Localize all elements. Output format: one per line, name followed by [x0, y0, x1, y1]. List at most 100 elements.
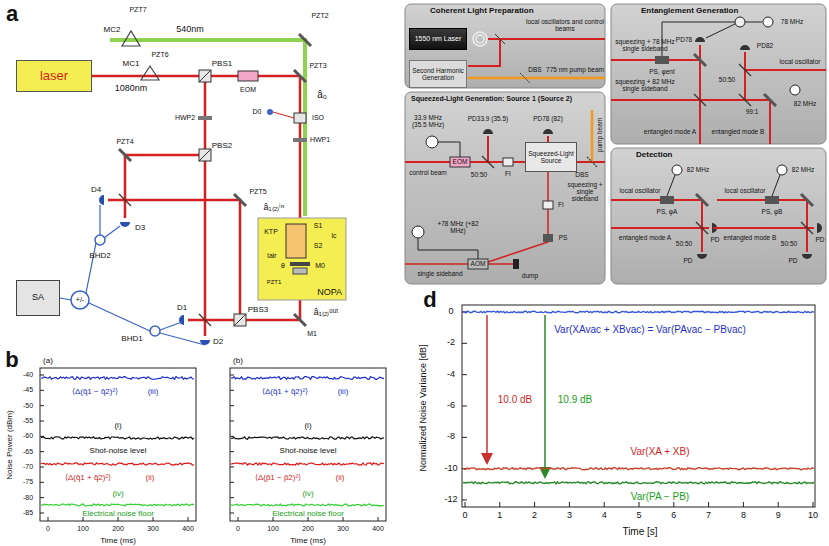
- label: 100: [77, 525, 89, 532]
- label: (i): [114, 422, 121, 430]
- label: â₁₍₂₎ᵒᵘᵗ: [314, 308, 338, 317]
- label: Var(XAvac + XBvac) = Var(PAvac − PBvac): [554, 325, 746, 336]
- label: ISO: [312, 114, 324, 121]
- label: 50:50: [719, 77, 735, 84]
- label: PBS2: [212, 142, 232, 150]
- label: entangled mode A: [619, 235, 671, 242]
- node-text: SA: [32, 293, 44, 303]
- label: BHD1: [121, 335, 142, 343]
- label: PD33.9 (35.5): [468, 116, 508, 123]
- label: (ii): [146, 474, 155, 482]
- label: -85: [23, 509, 33, 516]
- label: control beam: [409, 170, 447, 177]
- label: 6: [671, 511, 676, 520]
- label: 1080nm: [115, 84, 148, 93]
- label: PS, φB: [762, 209, 783, 216]
- label: (b): [233, 357, 243, 365]
- label: (ii): [336, 474, 345, 482]
- node-text: NOPA: [317, 288, 342, 298]
- label: D0: [253, 108, 262, 115]
- label: ⟨Δ(q̂1 + q̂2)²⟩: [262, 388, 308, 396]
- label: d: [423, 288, 436, 311]
- label: local oscillator: [725, 188, 766, 195]
- label: PD: [815, 237, 824, 244]
- label: PD: [788, 258, 797, 265]
- label: PD: [683, 258, 692, 265]
- laser-box: laser: [16, 60, 92, 92]
- label: S2: [314, 242, 323, 249]
- label: -55: [23, 417, 33, 424]
- node-text: Coherent Light Preparation: [430, 7, 534, 16]
- label: KTP: [264, 228, 278, 235]
- label: (i): [304, 422, 311, 430]
- label: 50:50: [781, 241, 797, 248]
- label: +78 MHz (+82 MHz): [432, 221, 484, 235]
- label: -8: [447, 433, 455, 442]
- label: DBS: [528, 67, 541, 74]
- label: -4: [447, 370, 455, 379]
- label: squeezing + 78 MHz single sideband: [612, 39, 678, 53]
- label: 7: [706, 511, 711, 520]
- label: 8: [741, 511, 746, 520]
- label: θ: [281, 262, 285, 269]
- label: +/-: [76, 296, 84, 303]
- label: Time (ms): [100, 537, 136, 545]
- label: FI: [558, 202, 564, 209]
- label: 100: [267, 525, 279, 532]
- label: D2: [213, 338, 223, 346]
- label: PZT2: [311, 12, 328, 19]
- label: squeezing + 82 MHz single sideband: [612, 79, 678, 93]
- label: 82 MHz: [792, 167, 814, 174]
- label: 3: [567, 511, 572, 520]
- label: PS, φA: [657, 209, 678, 216]
- label: 400: [182, 525, 194, 532]
- label: MC2: [104, 26, 121, 34]
- label: PZT3: [309, 62, 326, 69]
- label: 82 MHz: [794, 101, 816, 108]
- label: PD82: [757, 43, 773, 50]
- label: 0: [462, 511, 467, 520]
- label: HWP1: [310, 136, 330, 143]
- label: 10: [808, 511, 818, 520]
- label: D3: [135, 224, 145, 232]
- node-text: 1550 nm Laser: [415, 35, 462, 43]
- label: dump: [522, 273, 538, 280]
- label: squeezing + single sideband: [565, 182, 605, 202]
- label: FI: [505, 171, 511, 178]
- label: 10.9 dB: [558, 395, 592, 406]
- label: Normalized Noise Variance [dB]: [419, 345, 428, 472]
- label: 50:50: [676, 241, 692, 248]
- label: (iii): [148, 388, 159, 396]
- label: HWP2: [175, 114, 195, 121]
- label: -75: [23, 479, 33, 486]
- label: PBS1: [212, 60, 232, 68]
- label: PS, φent: [649, 69, 675, 76]
- label: 2: [532, 511, 537, 520]
- label: M0: [315, 262, 325, 269]
- label: Shot-noise level: [90, 447, 147, 455]
- label: local oscillator: [780, 59, 821, 66]
- label: -40: [23, 371, 33, 378]
- label: 400: [372, 525, 384, 532]
- label: ⟨Δ(q̂1 + q̂2)²⟩: [65, 474, 111, 482]
- label: local oscillator: [620, 188, 661, 195]
- label: 78 MHz: [781, 19, 803, 26]
- label: -50: [23, 402, 33, 409]
- label: EOM: [240, 86, 256, 93]
- label: lc: [331, 232, 336, 239]
- label: ⟨Δ(q̂1 − q̂2)²⟩: [72, 388, 118, 396]
- label: DBS: [575, 172, 588, 179]
- label: Var(XA + XB): [630, 447, 689, 458]
- label: -2: [447, 339, 455, 348]
- label: (a): [43, 357, 53, 365]
- label: PBS3: [248, 306, 268, 314]
- label: -70: [23, 463, 33, 470]
- label: 0: [46, 525, 50, 532]
- label: 200: [112, 525, 124, 532]
- label: Time [s]: [622, 527, 657, 538]
- label: -45: [23, 387, 33, 394]
- label: D4: [91, 186, 101, 194]
- label: PZT1: [267, 279, 282, 285]
- node-text: Squeezed-Light Generation: Source 1 (Sou…: [411, 95, 572, 103]
- label: 775 nm pump beam: [546, 67, 604, 74]
